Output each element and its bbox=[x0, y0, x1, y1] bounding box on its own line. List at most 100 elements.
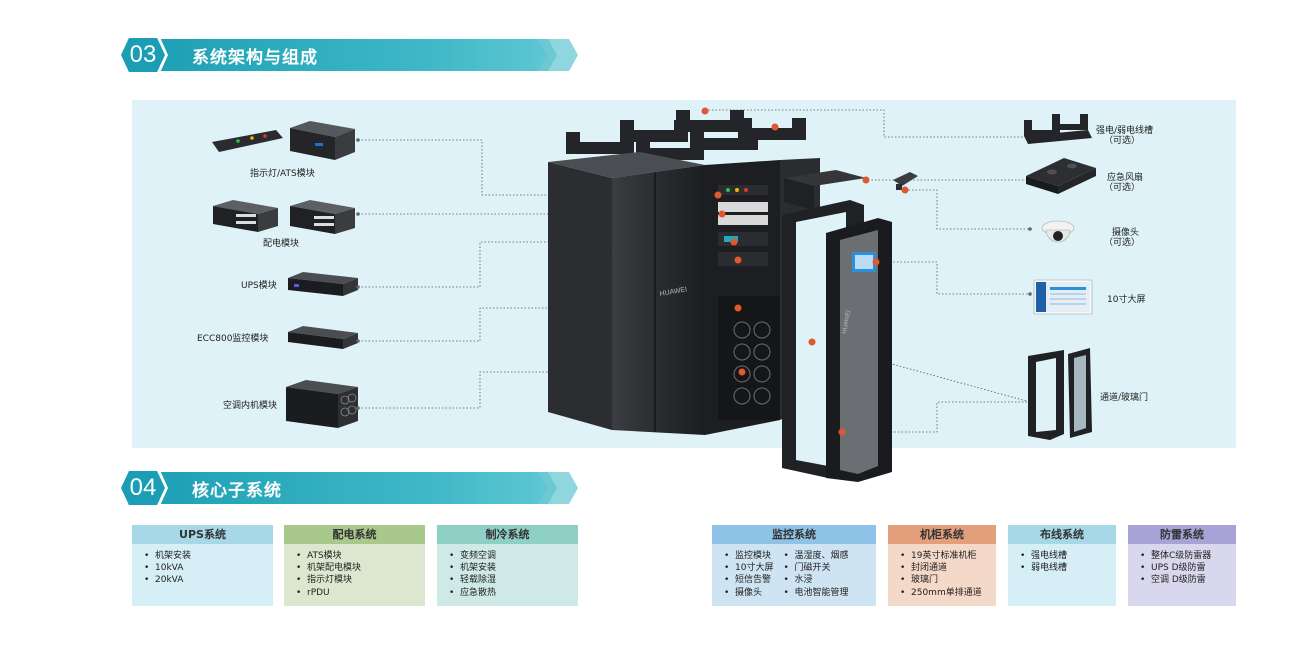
section-04-header: 04 核心子系统 bbox=[118, 468, 578, 508]
list-item: 变频空调 bbox=[447, 550, 578, 562]
section-number: 03 bbox=[121, 38, 165, 72]
list-item: 机架安装 bbox=[142, 550, 273, 562]
list-item: 弱电线槽 bbox=[1018, 562, 1116, 574]
header-bar bbox=[144, 39, 552, 71]
camera-image bbox=[1041, 220, 1075, 243]
list-item: 应急散热 bbox=[447, 587, 578, 599]
connector-ac-indoor bbox=[358, 371, 742, 409]
card-body: 强电线槽 弱电线槽 bbox=[1008, 544, 1116, 606]
door-logo: HUAWEI bbox=[842, 310, 852, 335]
emergency-fan-image bbox=[1026, 158, 1096, 194]
card-title: 机柜系统 bbox=[888, 525, 996, 544]
label-ecc800: ECC800监控模块 bbox=[197, 334, 269, 344]
card-title: 监控系统 bbox=[712, 525, 876, 544]
ats-module-image bbox=[290, 121, 355, 160]
list-item: 10寸大屏 bbox=[722, 562, 773, 574]
cabinet-front-left bbox=[612, 165, 705, 435]
cabinet-top bbox=[548, 152, 705, 178]
section-title: 系统架构与组成 bbox=[192, 48, 318, 68]
label-emergency-fan-note: （可选） bbox=[1104, 183, 1141, 193]
card-body: 整体C级防雷器 UPS D级防雷 空调 D级防雷 bbox=[1128, 544, 1236, 606]
label-screen: 10寸大屏 bbox=[1107, 295, 1146, 305]
connector-cable-tray bbox=[705, 109, 1030, 138]
list-item: 空调 D级防雷 bbox=[1138, 574, 1236, 586]
connector-door-bottom bbox=[842, 401, 1030, 433]
list-item: 监控模块 bbox=[722, 550, 773, 562]
power-dist-image-2 bbox=[290, 200, 355, 234]
list-item: 强电线槽 bbox=[1018, 550, 1116, 562]
label-camera-note: （可选） bbox=[1104, 238, 1141, 248]
list-item: 温湿度、烟感 bbox=[781, 550, 848, 562]
list-item: 门磁开关 bbox=[781, 562, 848, 574]
cable-tray-right-image bbox=[1024, 114, 1092, 144]
list-item: 指示灯模块 bbox=[294, 574, 425, 586]
subsystem-card-cabling: 布线系统 强电线槽 弱电线槽 bbox=[1008, 525, 1116, 606]
callout-dots bbox=[701, 107, 909, 436]
power-dist-image-1 bbox=[213, 200, 278, 232]
list-item: 机架安装 bbox=[447, 562, 578, 574]
screen-image bbox=[1033, 279, 1093, 315]
cabinet-assembly: HUAWEI HUAWEI HUAWEI bbox=[548, 110, 918, 482]
section-number: 04 bbox=[121, 471, 165, 505]
connector-door-top bbox=[811, 341, 1031, 403]
cable-tray-image bbox=[566, 110, 806, 160]
card-title: 配电系统 bbox=[284, 525, 425, 544]
list-column-1: 监控模块 10寸大屏 短信告警 摄像头 bbox=[722, 550, 773, 599]
header-bar bbox=[144, 472, 552, 504]
list-item: 水浸 bbox=[781, 574, 848, 586]
subsystem-card-ups: UPS系统 机架安装 10kVA 20kVA bbox=[132, 525, 273, 606]
indicator-module-image bbox=[212, 130, 283, 152]
list-item: 短信告警 bbox=[722, 574, 773, 586]
ups-module-image bbox=[288, 272, 358, 296]
label-camera: 摄像头 bbox=[1112, 228, 1140, 238]
card-body: 机架安装 10kVA 20kVA bbox=[132, 544, 273, 606]
section-number-badge: 04 bbox=[118, 468, 168, 508]
list-item: 玻璃门 bbox=[898, 574, 996, 586]
card-body: ATS模块 机架配电模块 指示灯模块 rPDU bbox=[284, 544, 425, 606]
card-title: 布线系统 bbox=[1008, 525, 1116, 544]
list-item: UPS D级防雷 bbox=[1138, 562, 1236, 574]
connector-indicator-ats bbox=[358, 139, 718, 196]
card-body: 19英寸标准机柜 封闭通道 玻璃门 250mm单排通道 bbox=[888, 544, 996, 606]
left-module-images bbox=[212, 121, 358, 428]
connector-screen bbox=[876, 261, 1030, 295]
list-item: 250mm单排通道 bbox=[898, 587, 996, 599]
subsystem-card-monitoring: 监控系统 监控模块 10寸大屏 短信告警 摄像头 温湿度、烟感 门磁开关 水浸 … bbox=[712, 525, 876, 606]
subsystem-card-power: 配电系统 ATS模块 机架配电模块 指示灯模块 rPDU bbox=[284, 525, 425, 606]
door-frame-image: HUAWEI bbox=[782, 200, 892, 482]
subsystem-card-lightning: 防雷系统 整体C级防雷器 UPS D级防雷 空调 D级防雷 bbox=[1128, 525, 1236, 606]
list-item: 整体C级防雷器 bbox=[1138, 550, 1236, 562]
label-cable-tray: 强电/弱电线槽 bbox=[1096, 126, 1154, 136]
card-body: 变频空调 机架安装 轻载除湿 应急散热 bbox=[437, 544, 578, 606]
list-item: 摄像头 bbox=[722, 587, 773, 599]
label-cable-tray-note: （可选） bbox=[1104, 136, 1141, 146]
rack-units bbox=[718, 185, 780, 420]
list-item: 19英寸标准机柜 bbox=[898, 550, 996, 562]
list-item: 10kVA bbox=[142, 562, 273, 574]
label-ac-indoor: 空调内机模块 bbox=[223, 401, 278, 411]
cabinet-side bbox=[548, 162, 612, 430]
section-03-header: 03 系统架构与组成 bbox=[118, 35, 578, 75]
camera-mount-image bbox=[893, 172, 918, 190]
card-title: UPS系统 bbox=[132, 525, 273, 544]
list-column-2: 温湿度、烟感 门磁开关 水浸 电池智能管理 bbox=[781, 550, 848, 599]
ac-indoor-module-image bbox=[286, 380, 358, 428]
right-module-images bbox=[1024, 114, 1096, 440]
subsystem-card-cooling: 制冷系统 变频空调 机架安装 轻载除湿 应急散热 bbox=[437, 525, 578, 606]
card-body: 监控模块 10寸大屏 短信告警 摄像头 温湿度、烟感 门磁开关 水浸 电池智能管… bbox=[712, 544, 876, 606]
list-item: rPDU bbox=[294, 587, 425, 599]
section-title: 核心子系统 bbox=[192, 481, 282, 501]
list-item: 20kVA bbox=[142, 574, 273, 586]
card-title: 制冷系统 bbox=[437, 525, 578, 544]
aisle-door-image bbox=[1028, 348, 1092, 440]
subsystem-card-cabinet: 机柜系统 19英寸标准机柜 封闭通道 玻璃门 250mm单排通道 bbox=[888, 525, 996, 606]
cabinet-logo: HUAWEI bbox=[659, 286, 688, 298]
list-item: 封闭通道 bbox=[898, 562, 996, 574]
emergency-fan-top bbox=[784, 170, 866, 186]
list-item: ATS模块 bbox=[294, 550, 425, 562]
list-item: 电池智能管理 bbox=[781, 587, 848, 599]
label-ups: UPS模块 bbox=[241, 281, 277, 291]
list-item: 机架配电模块 bbox=[294, 562, 425, 574]
label-indicator-ats: 指示灯/ATS模块 bbox=[250, 169, 315, 179]
